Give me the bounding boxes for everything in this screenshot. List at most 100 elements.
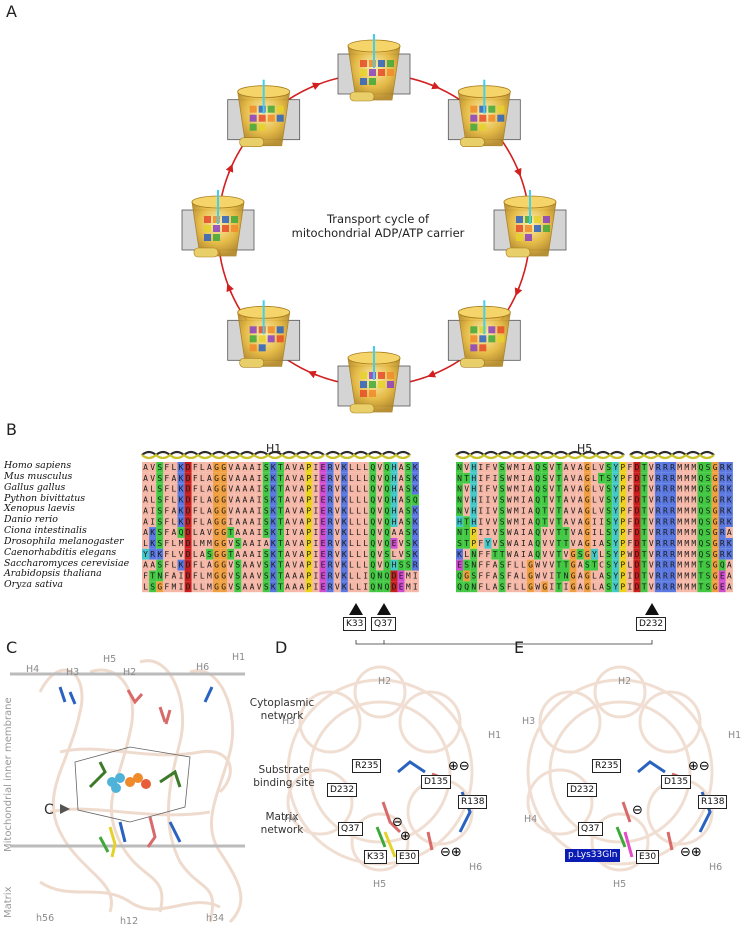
residue: F	[164, 496, 169, 505]
d-res-r138: R138	[458, 795, 488, 809]
residue: V	[464, 463, 469, 472]
residue: F	[628, 506, 633, 515]
residue: E	[321, 496, 326, 505]
residue: I	[179, 582, 184, 591]
residue: A	[243, 463, 248, 472]
residue: S	[606, 463, 611, 472]
d-helix-h2: H2	[378, 676, 392, 687]
residue: A	[200, 550, 205, 559]
residue: Y	[613, 474, 618, 483]
residue: A	[143, 561, 148, 570]
residue: V	[542, 572, 547, 581]
residue: R	[720, 496, 725, 505]
residue: V	[335, 517, 340, 526]
residue: V	[493, 506, 498, 515]
residue: V	[150, 463, 155, 472]
residue: T	[278, 582, 283, 591]
residue: K	[271, 496, 276, 505]
residue: S	[500, 506, 505, 515]
residue: A	[235, 517, 240, 526]
residue: A	[399, 496, 404, 505]
residue: M	[514, 463, 519, 472]
residue: I	[257, 528, 262, 537]
residue: G	[464, 572, 469, 581]
residue: A	[299, 485, 304, 494]
residue: I	[257, 506, 262, 515]
residue: V	[486, 517, 491, 526]
residue: M	[514, 474, 519, 483]
residue: A	[285, 572, 290, 581]
residue: V	[257, 582, 262, 591]
residue: T	[228, 528, 233, 537]
residue: L	[172, 496, 177, 505]
residue: A	[299, 506, 304, 515]
residue: I	[521, 463, 526, 472]
residue: G	[214, 582, 219, 591]
residue: A	[235, 496, 240, 505]
residue: P	[620, 572, 625, 581]
residue: V	[493, 517, 498, 526]
residue: Y	[613, 506, 618, 515]
residue: L	[464, 550, 469, 559]
residue: I	[521, 485, 526, 494]
residue: S	[606, 572, 611, 581]
residue: V	[464, 506, 469, 515]
residue: Y	[592, 550, 597, 559]
residue: Q	[385, 506, 390, 515]
residue: D	[635, 517, 640, 526]
residue: V	[292, 517, 297, 526]
residue: P	[306, 506, 311, 515]
residue: T	[557, 582, 562, 591]
residue: T	[642, 463, 647, 472]
residue: I	[493, 474, 498, 483]
residue: R	[328, 550, 333, 559]
d-helix-h5: H5	[373, 879, 387, 890]
residue: S	[500, 496, 505, 505]
residue: K	[179, 463, 184, 472]
residue: S	[471, 572, 476, 581]
residue: G	[157, 582, 162, 591]
residue: L	[592, 506, 597, 515]
residue: I	[314, 506, 319, 515]
residue: Q	[370, 539, 375, 548]
residue: D	[186, 572, 191, 581]
residue: V	[571, 496, 576, 505]
residue: M	[684, 528, 689, 537]
residue: V	[292, 528, 297, 537]
residue: G	[585, 550, 590, 559]
residue: D	[186, 485, 191, 494]
residue: K	[342, 474, 347, 483]
residue: V	[292, 539, 297, 548]
residue: I	[150, 517, 155, 526]
panel-e-letter: E	[514, 638, 525, 657]
residue: F	[164, 561, 169, 570]
residue: E	[321, 485, 326, 494]
residue: K	[342, 561, 347, 570]
residue: L	[592, 474, 597, 483]
residue: T	[278, 506, 283, 515]
residue: V	[649, 582, 654, 591]
residue: I	[592, 539, 597, 548]
residue: S	[264, 463, 269, 472]
residue: F	[478, 582, 483, 591]
residue: I	[314, 550, 319, 559]
residue: G	[571, 561, 576, 570]
residue: G	[585, 539, 590, 548]
residue: R	[720, 506, 725, 515]
panel-a-letter: A	[6, 2, 17, 21]
residue: W	[507, 485, 512, 494]
residue: G	[713, 561, 718, 570]
residue: M	[684, 582, 689, 591]
residue: I	[314, 582, 319, 591]
residue: V	[377, 517, 382, 526]
residue: A	[235, 463, 240, 472]
residue: V	[649, 539, 654, 548]
residue: S	[706, 485, 711, 494]
e-res-q37: Q37	[578, 822, 603, 836]
residue: N	[471, 582, 476, 591]
residue: R	[670, 474, 675, 483]
c-helix-h3: H3	[66, 667, 80, 678]
residue: V	[377, 496, 382, 505]
residue: R	[670, 496, 675, 505]
residue: F	[478, 539, 483, 548]
